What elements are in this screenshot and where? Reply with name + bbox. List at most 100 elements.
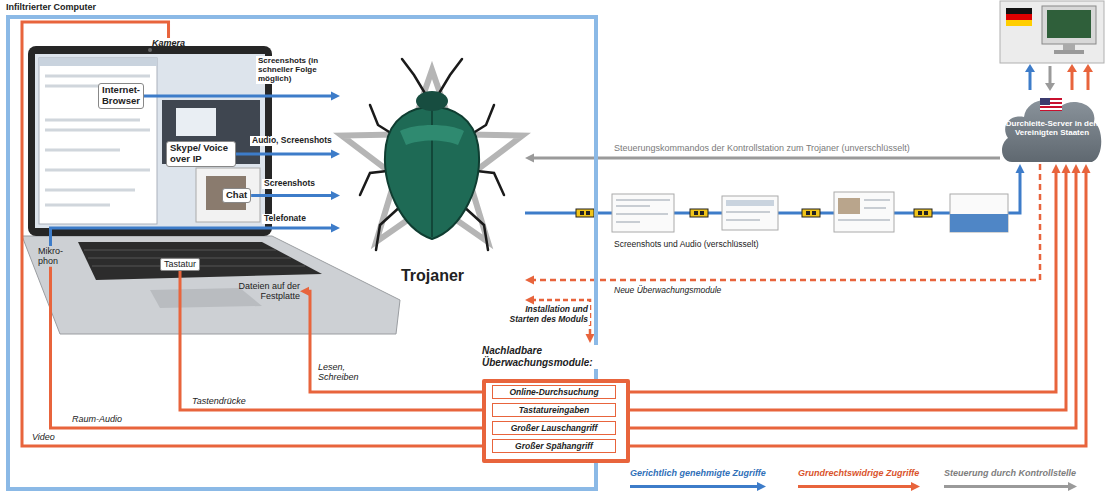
film-strip-part	[586, 211, 590, 215]
edge-label: Audio, Screenshots	[250, 136, 334, 146]
connector-line	[22, 22, 486, 446]
connector	[51, 224, 341, 247]
laptop-part	[196, 168, 260, 222]
module-box: Tastatureingaben	[492, 403, 616, 417]
arrow-head	[1072, 164, 1081, 173]
trojan-illustration-part-part	[402, 59, 426, 95]
node-text: Dateien auf der Festplatte	[222, 281, 300, 302]
film-strip-part	[924, 211, 928, 215]
laptop-part	[45, 76, 150, 205]
trojan-node: Trojaner	[340, 45, 525, 310]
camera-label: Kamera	[150, 38, 187, 48]
edge-label: Raum-Audio	[70, 414, 124, 424]
laptop-part	[39, 58, 157, 224]
legend-sample	[944, 481, 1077, 492]
node-text: Großer Spähangriff	[493, 441, 615, 451]
screenshot-thumbnails-part	[616, 200, 670, 222]
legend-line	[944, 485, 1070, 488]
legend-text: Steuerung durch Kontrollstelle	[944, 468, 1077, 479]
connector	[616, 164, 1081, 428]
connector	[300, 287, 492, 397]
legend-line	[798, 485, 913, 488]
edge-label: Screenshots (in schneller Folge möglich)	[256, 56, 342, 84]
cloud-shape-part	[1040, 98, 1062, 111]
screenshot-thumbnails-part	[950, 214, 1008, 232]
station-links-part	[1067, 64, 1077, 72]
node-text: Internet-Browser	[102, 85, 140, 107]
node-text: Skype/ Voice over IP	[170, 143, 232, 165]
connector	[251, 191, 340, 200]
edge-label: Video	[30, 432, 57, 442]
screenshot-thumbnails-part	[838, 200, 890, 220]
edge-label: Lesen, Schreiben	[316, 362, 372, 383]
station-links-part	[1029, 70, 1032, 90]
arrow-head	[1062, 164, 1071, 173]
connector-line	[531, 164, 1040, 280]
connector	[525, 164, 1040, 285]
node-text: Großer Lauschangriff	[493, 423, 615, 433]
edge-label: Steuerungskommandos der Kontrollstation …	[612, 143, 912, 153]
control-station-part	[1042, 6, 1096, 44]
legend-line	[630, 485, 759, 488]
laptop-part	[176, 108, 216, 136]
legend-arrow-head	[911, 482, 920, 491]
screenshot-thumbnails-part	[726, 212, 770, 220]
edge-label: Neue Überwachungsmodule	[612, 286, 723, 296]
screenshot-thumbnails-part	[612, 194, 674, 232]
cloud-shape-part	[1040, 110, 1062, 111]
legend-arrow-head	[1068, 482, 1077, 491]
laptop-part	[78, 242, 322, 280]
connector	[22, 22, 492, 451]
control-station-part	[1054, 50, 1084, 54]
keyboard-label: Tastatur	[160, 258, 200, 271]
arrow-head	[1082, 164, 1091, 173]
node-text: Tastatureingaben	[493, 405, 615, 415]
arrow-head	[525, 296, 534, 305]
node-text: Chat	[226, 190, 247, 201]
film-strip-part	[576, 209, 594, 217]
module-group: Nachladbare Überwachungsmodule: Online-Du…	[478, 343, 634, 465]
control-station-part	[1006, 20, 1032, 26]
node-text: Nachladbare Überwachungsmodule:	[482, 345, 634, 369]
film-strip-part	[690, 209, 708, 217]
screenshot-thumbnails	[612, 192, 1008, 232]
connector-line	[531, 157, 1000, 160]
legend-text: Gerichtlich genehmigte Zugriffe	[630, 468, 766, 479]
cloud-shape-part	[1040, 98, 1050, 105]
legend-text: Grundrechtswidrige Zugriffe	[798, 468, 920, 479]
edge-label: Telefonate	[262, 214, 308, 224]
edge-label: Tastendrücke	[190, 396, 248, 406]
trojan-illustration-part	[360, 59, 504, 250]
connector	[616, 164, 1091, 446]
legend-entry: Steuerung durch Kontrollstelle	[944, 468, 1077, 492]
browser-label: Internet-Browser	[98, 83, 144, 109]
relay-server-cloud: Durchleite-Server in den Vereinigten Sta…	[1000, 92, 1104, 164]
laptop-part	[148, 48, 152, 52]
node-text: Mikro-phon	[38, 246, 63, 267]
legend-entry: Grundrechtswidrige Zugriffe	[798, 468, 920, 492]
station-links-part	[1049, 66, 1052, 85]
screenshot-thumbnails-part	[726, 200, 774, 206]
connector	[236, 149, 340, 158]
connector-line	[51, 228, 335, 246]
control-station-part	[1006, 8, 1032, 14]
arrow-head	[300, 287, 309, 296]
arrow-head	[525, 154, 534, 163]
trojan-illustration-part	[416, 91, 448, 111]
connector-line	[51, 267, 487, 428]
station-links-part	[1025, 64, 1035, 72]
connector	[616, 164, 1061, 392]
arrow-head	[586, 334, 595, 343]
control-station-part	[1000, 1, 1104, 63]
edge-label: Screenshots und Audio (verschlüsselt)	[612, 240, 761, 250]
trojan-illustration-part-part	[438, 59, 462, 95]
trojan-illustration-part-part	[376, 205, 402, 250]
film-strip-part	[580, 211, 584, 215]
arrow-head	[331, 149, 340, 158]
node-text: Kamera	[152, 38, 185, 48]
harddisk-label: Dateien auf der Festplatte	[222, 281, 300, 302]
microphone-label: Mikro-phon	[38, 246, 63, 267]
module-box: Online-Durchsuchung	[492, 385, 616, 399]
trojan-illustration-part	[342, 70, 523, 242]
laptop-part	[28, 46, 272, 236]
